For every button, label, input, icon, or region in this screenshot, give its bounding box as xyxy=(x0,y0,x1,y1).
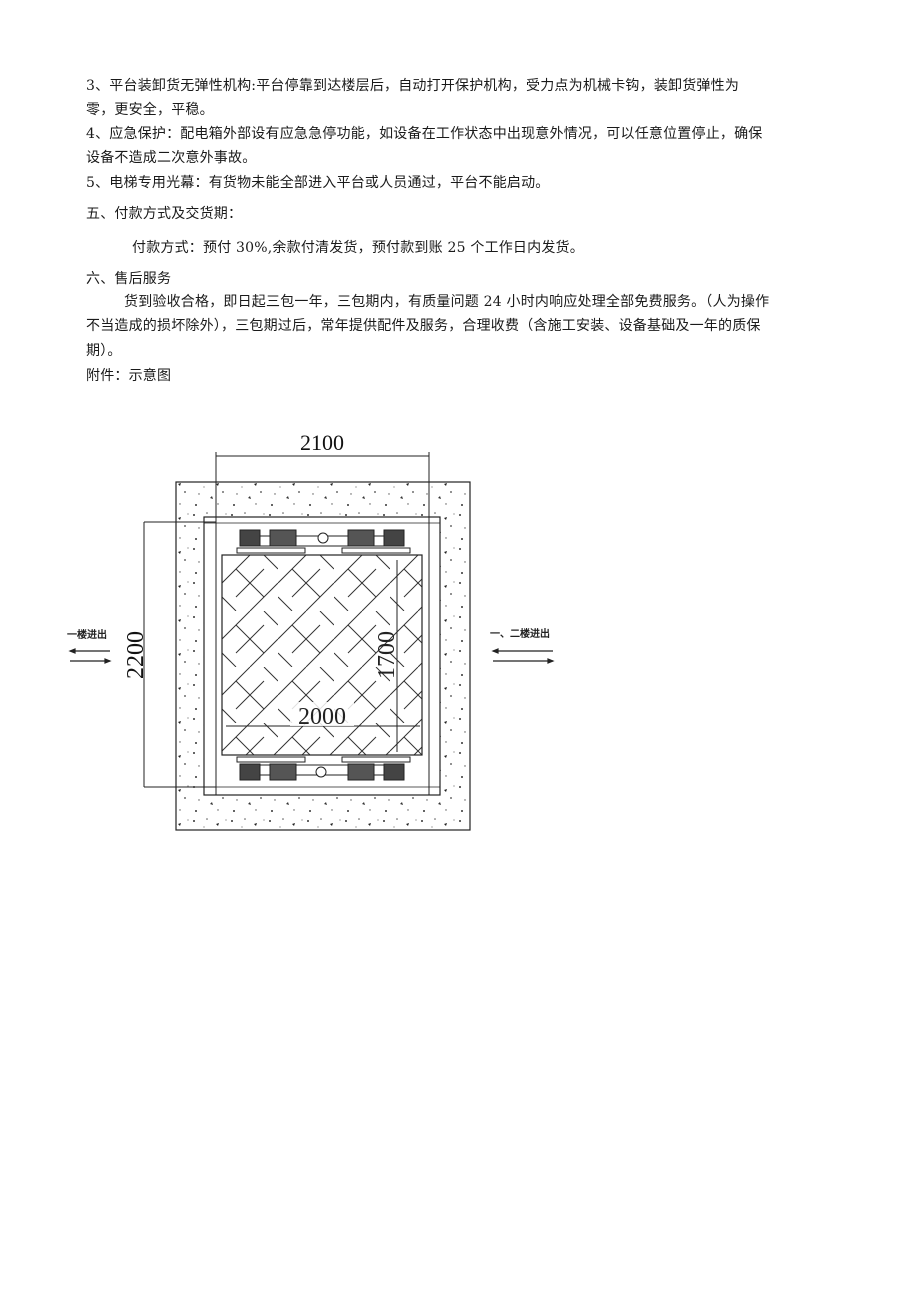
left-access-arrows xyxy=(68,648,112,664)
after-sales-line-2: 不当造成的损坏除外），三包期过后，常年提供配件及服务，合理收费（含施工安装、设备… xyxy=(86,318,761,334)
paragraph-3-line-2: 零，更安全，平稳。 xyxy=(86,102,214,118)
top-guide-mechanism xyxy=(236,529,411,554)
dimension-2200-label: 2200 xyxy=(123,631,149,679)
paragraph-4-line-1: 4、应急保护：配电箱外部设有应急急停功能，如设备在工作状态中出现意外情况，可以任… xyxy=(86,126,763,142)
lift-platform-diagram: 2100 2200 1700 2000 一楼进出 一、二楼进出 xyxy=(67,430,555,831)
attachment-label: 附件：示意图 xyxy=(86,368,172,384)
after-sales-line-3: 期）。 xyxy=(86,343,122,359)
bottom-guide-mechanism xyxy=(236,756,411,781)
dimension-2000-label: 2000 xyxy=(298,704,346,730)
dimension-2100-label: 2100 xyxy=(300,430,344,455)
dimension-2200 xyxy=(143,521,216,788)
section-heading-payment: 五、付款方式及交货期： xyxy=(86,206,243,222)
dimension-2100 xyxy=(215,452,430,517)
paragraph-4-line-2: 设备不造成二次意外事故。 xyxy=(86,150,257,166)
paragraph-3-line-1: 3、平台装卸货无弹性机构:平台停靠到达楼层后，自动打开保护机构，受力点为机械卡钩… xyxy=(86,78,740,94)
dimension-1700-label: 1700 xyxy=(374,631,400,679)
payment-terms: 付款方式：预付 30%,余款付清发货，预付款到账 25 个工作日内发货。 xyxy=(132,240,584,256)
first-floor-access-label: 一楼进出 xyxy=(67,628,107,641)
first-second-floor-access-label: 一、二楼进出 xyxy=(490,627,550,640)
paragraph-5: 5、电梯专用光幕：有货物未能全部进入平台或人员通过，平台不能启动。 xyxy=(86,175,550,191)
section-heading-after-sales: 六、售后服务 xyxy=(86,271,172,287)
right-access-arrows xyxy=(491,648,555,664)
after-sales-line-1: 货到验收合格，即日起三包一年，三包期内，有质量问题 24 小时内响应处理全部免费… xyxy=(124,294,770,310)
